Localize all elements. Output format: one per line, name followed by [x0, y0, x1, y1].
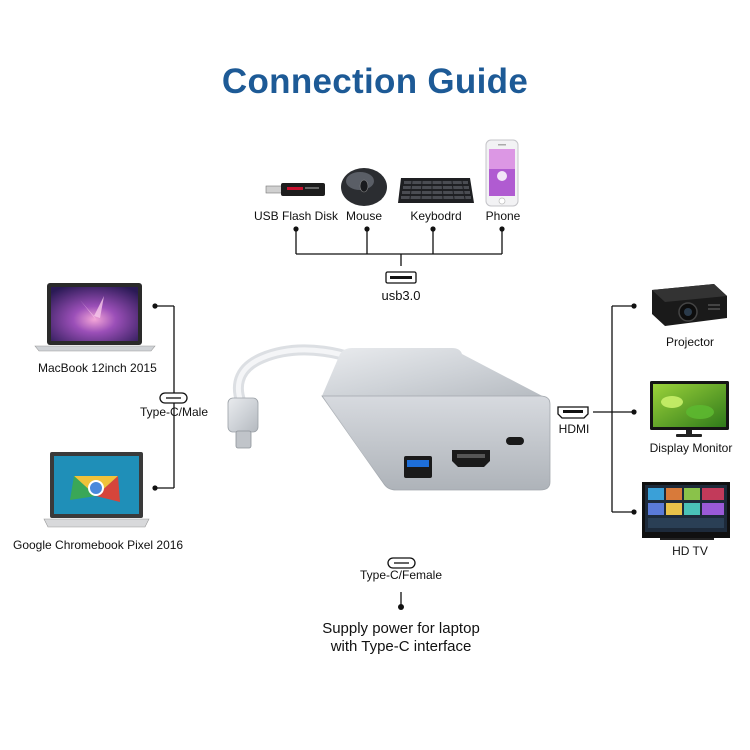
port-label-hdmi: HDMI — [558, 422, 590, 436]
device-label-phone: Phone — [485, 209, 521, 223]
hdmi-port-icon — [557, 406, 589, 419]
power-supply-note-line-2: with Type-C interface — [330, 638, 472, 655]
device-label-usb-flash-disk: USB Flash Disk — [253, 209, 339, 223]
connector-dots — [152, 226, 637, 610]
connector-lines — [155, 229, 634, 607]
port-label-type-c-male: Type-C/Male — [139, 405, 209, 419]
port-label-type-c-female: Type-C/Female — [359, 568, 443, 582]
chromebook-icon — [43, 452, 150, 528]
device-label-projector: Projector — [665, 335, 715, 349]
projector-icon — [652, 284, 727, 326]
usb-flash-disk-icon — [265, 183, 325, 196]
diagram-title: Connection Guide — [221, 62, 529, 101]
phone-icon — [485, 139, 519, 207]
type-c-male-port-icon — [159, 392, 188, 404]
device-label-hd-tv: HD TV — [672, 544, 708, 558]
device-label-mouse: Mouse — [345, 209, 383, 223]
device-label-chromebook: Google Chromebook Pixel 2016 — [13, 538, 184, 552]
usb-c-adapter-image — [227, 344, 551, 491]
power-supply-note-line-1: Supply power for laptop — [322, 620, 480, 637]
type-c-female-port-icon — [387, 557, 416, 569]
device-label-display-monitor: Display Monitor — [649, 441, 733, 455]
device-label-macbook: MacBook 12inch 2015 — [38, 361, 157, 375]
usb-port-icon — [385, 271, 417, 284]
tv-icon — [642, 482, 730, 540]
power-supply-note: Supply power for laptop with Type-C inte… — [276, 620, 526, 656]
monitor-icon — [650, 381, 729, 437]
mouse-icon — [341, 168, 387, 206]
device-label-keyboard: Keybodrd — [410, 209, 462, 223]
macbook-icon — [34, 283, 156, 352]
keyboard-icon — [398, 178, 474, 203]
port-label-usb: usb3.0 — [381, 288, 421, 303]
